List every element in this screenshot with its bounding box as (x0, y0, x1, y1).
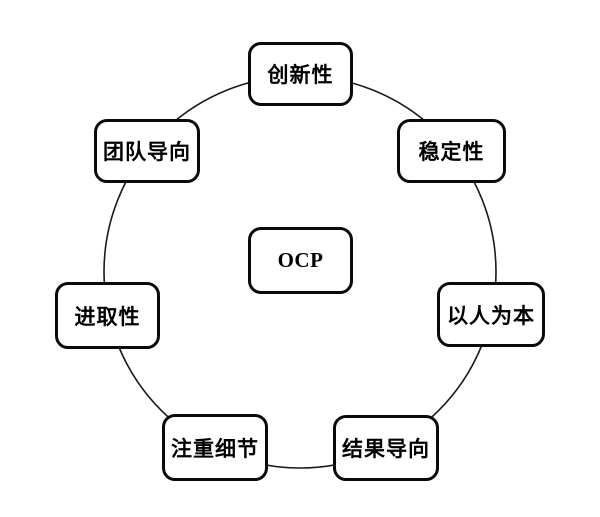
node-aggressiveness: 进取性 (55, 282, 160, 349)
node-label: 稳定性 (418, 140, 485, 164)
node-label: 进取性 (74, 304, 141, 329)
center-label: OCP (277, 248, 324, 272)
node-innovation: 创新性 (248, 42, 353, 106)
node-result-oriented: 结果导向 (333, 415, 439, 481)
node-label: 结果导向 (342, 437, 430, 461)
node-label: 注重细节 (171, 436, 259, 461)
node-ocp-center: OCP (248, 227, 353, 294)
node-attention-to-detail: 注重细节 (162, 414, 268, 481)
node-label: 团队导向 (103, 140, 191, 164)
node-label: 创新性 (267, 63, 334, 87)
node-label: 以人为本 (447, 303, 535, 328)
node-team-orientation: 团队导向 (94, 119, 200, 183)
node-stability: 稳定性 (397, 119, 506, 183)
node-people-oriented: 以人为本 (437, 282, 545, 347)
